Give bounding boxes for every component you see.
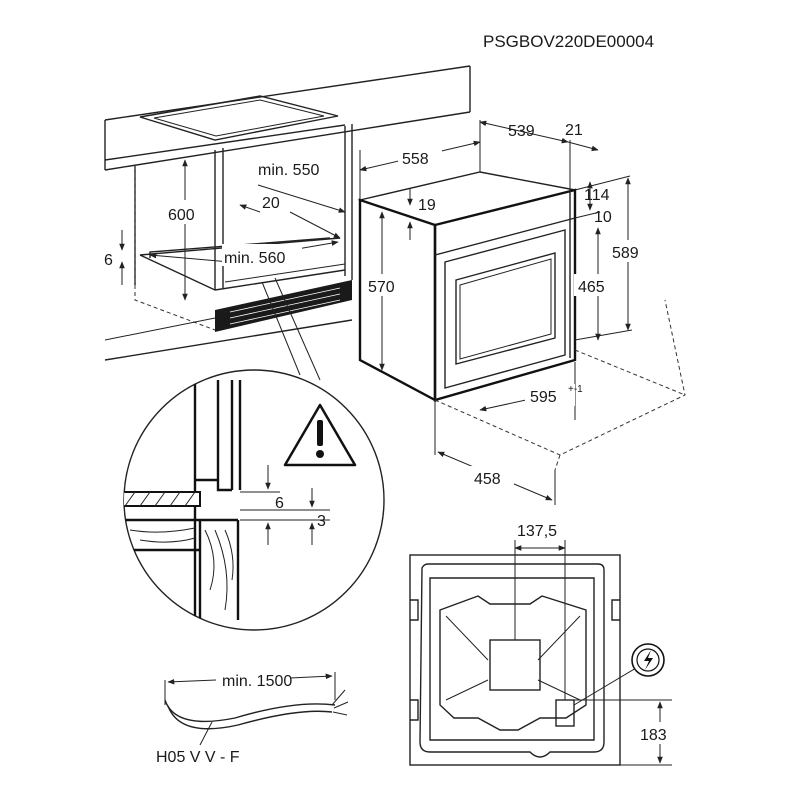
detail-magnifier: 6 3	[123, 369, 385, 631]
dim-570: 570	[368, 279, 395, 296]
dim-min-560: min. 560	[224, 250, 285, 267]
cabinet-dimensions: 600 6 min. 550 20 min. 560	[104, 159, 346, 301]
cable-type-label: H05 V V - F	[156, 749, 240, 766]
dim-600: 600	[168, 207, 195, 224]
dim-539: 539	[508, 123, 535, 140]
dim-589: 589	[612, 245, 639, 262]
dim-10: 10	[594, 209, 612, 226]
cutout-dimensions: 595 +-1 458	[434, 362, 583, 505]
warning-triangle-icon	[283, 403, 357, 467]
dim-183: 183	[640, 727, 667, 744]
power-cable: min. 1500 H05 V V - F	[156, 672, 349, 766]
dim-min-1500: min. 1500	[222, 673, 292, 690]
dim-min-550: min. 550	[258, 162, 319, 179]
dim-6-left: 6	[104, 252, 113, 269]
oven-dimensions: 539 21 558 19 570 114 10 465 589	[359, 120, 652, 371]
electric-connection-icon	[631, 643, 665, 677]
dim-6-detail: 6	[275, 495, 284, 512]
dim-558: 558	[402, 151, 429, 168]
dim-137-5: 137,5	[517, 523, 557, 540]
dim-595: 595	[530, 389, 557, 406]
dim-595-tolerance: +-1	[568, 384, 583, 395]
callout-line-right	[274, 277, 321, 381]
dim-21: 21	[565, 122, 583, 139]
hob-outline	[139, 95, 339, 141]
kitchen-cabinet	[104, 65, 471, 361]
dim-114: 114	[584, 187, 610, 204]
callout-line-left	[261, 281, 301, 376]
dim-465: 465	[578, 279, 605, 296]
dim-458: 458	[474, 471, 501, 488]
rear-view-dimensions: 137,5 183	[514, 523, 679, 766]
ventilation-grille	[215, 280, 352, 332]
dim-3-detail: 3	[317, 513, 326, 530]
dim-19: 19	[418, 197, 436, 214]
dim-20: 20	[262, 195, 280, 212]
cutout-outline	[434, 299, 686, 471]
document-code: PSGBOV220DE00004	[483, 32, 654, 51]
